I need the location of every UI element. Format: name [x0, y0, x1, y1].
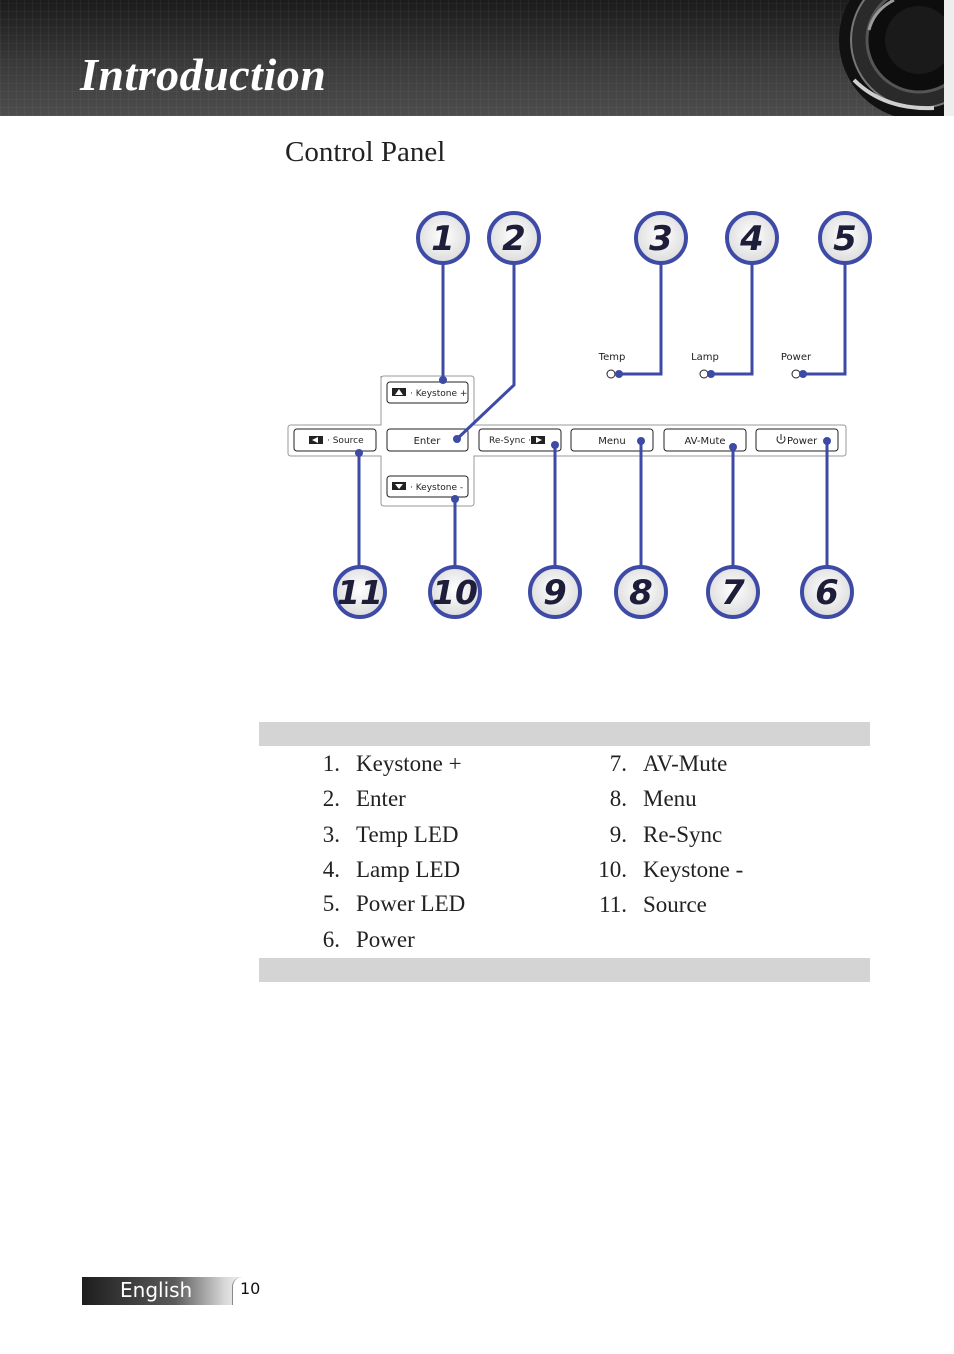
svg-text:8: 8	[629, 573, 653, 613]
callout-4: 4	[725, 211, 779, 265]
keystone-minus-button[interactable]: · Keystone -	[386, 475, 469, 498]
callout-7: 7	[706, 565, 760, 619]
svg-text:11: 11	[337, 573, 383, 612]
legend-bottom-band	[259, 958, 870, 982]
footer-language: English	[120, 1278, 193, 1302]
leader-lines	[357, 263, 847, 567]
avmute-label: AV-Mute	[684, 436, 725, 447]
keystone-plus-button[interactable]: · Keystone +	[386, 381, 469, 404]
svg-text:6: 6	[815, 573, 839, 613]
legend-item: 6.Power	[322, 927, 415, 952]
legend-top-band	[259, 722, 870, 746]
callout-3: 3	[634, 211, 688, 265]
legend-item: 1.Keystone +	[322, 751, 462, 776]
legend-item: 8.Menu	[609, 786, 697, 811]
footer-page-tab	[232, 1277, 259, 1305]
legend-item: 5.Power LED	[322, 891, 466, 916]
legend-item: 9.Re-Sync	[609, 822, 723, 847]
page-header: Introduction	[0, 0, 954, 116]
callout-10: 10	[428, 565, 482, 619]
page-number: 10	[240, 1279, 261, 1298]
svg-text:1: 1	[431, 219, 455, 259]
footer-bar	[82, 1277, 250, 1305]
temp-led-label: Temp	[598, 352, 626, 363]
legend-item: 10.Keystone -	[598, 857, 744, 882]
leader-endpoints	[355, 370, 831, 503]
callout-1: 1	[416, 211, 470, 265]
callout-9: 9	[528, 565, 582, 619]
panel-outline	[287, 375, 847, 507]
resync-label: Re-Sync ·	[489, 436, 531, 446]
page-title: Introduction	[80, 49, 327, 100]
temp-led	[606, 369, 616, 379]
svg-text:7: 7	[721, 573, 745, 613]
menu-button[interactable]: Menu	[570, 428, 654, 452]
svg-text:9: 9	[543, 573, 567, 613]
lens-graphic	[839, 0, 954, 116]
keystone-plus-label: · Keystone +	[410, 389, 467, 399]
section-title: Control Panel	[285, 136, 446, 168]
svg-text:3: 3	[649, 219, 673, 259]
power-led-label: Power	[781, 352, 812, 363]
lamp-led-label: Lamp	[691, 352, 719, 363]
source-button[interactable]: · Source	[293, 428, 377, 452]
enter-button[interactable]: Enter	[386, 428, 469, 452]
power-led	[791, 369, 801, 379]
enter-label: Enter	[414, 436, 442, 447]
legend-item: 7.AV-Mute	[609, 751, 728, 776]
power-symbol-icon	[776, 434, 786, 444]
callout-11: 11	[333, 565, 387, 619]
svg-text:4: 4	[739, 219, 764, 259]
power-label: Power	[787, 436, 818, 447]
lamp-led	[699, 369, 709, 379]
callout-6: 6	[800, 565, 854, 619]
control-panel-diagram: · Keystone + · Keystone - · Source Enter…	[287, 211, 872, 619]
legend-item: 3.Temp LED	[322, 822, 459, 847]
svg-text:2: 2	[502, 219, 526, 259]
svg-text:5: 5	[833, 219, 857, 259]
keystone-minus-label: · Keystone -	[410, 483, 463, 493]
legend-item: 2.Enter	[322, 786, 406, 811]
callout-5: 5	[818, 211, 872, 265]
legend-item: 11.Source	[599, 892, 707, 917]
power-button[interactable]: Power	[755, 428, 839, 452]
avmute-button[interactable]: AV-Mute	[663, 428, 747, 452]
menu-label: Menu	[598, 436, 625, 447]
callout-2: 2	[487, 211, 541, 265]
svg-text:10: 10	[432, 573, 478, 612]
source-label: · Source	[327, 436, 364, 446]
legend-item: 4.Lamp LED	[322, 857, 461, 882]
resync-button[interactable]: Re-Sync ·	[478, 428, 562, 452]
callout-8: 8	[614, 565, 668, 619]
header-texture	[0, 0, 954, 116]
